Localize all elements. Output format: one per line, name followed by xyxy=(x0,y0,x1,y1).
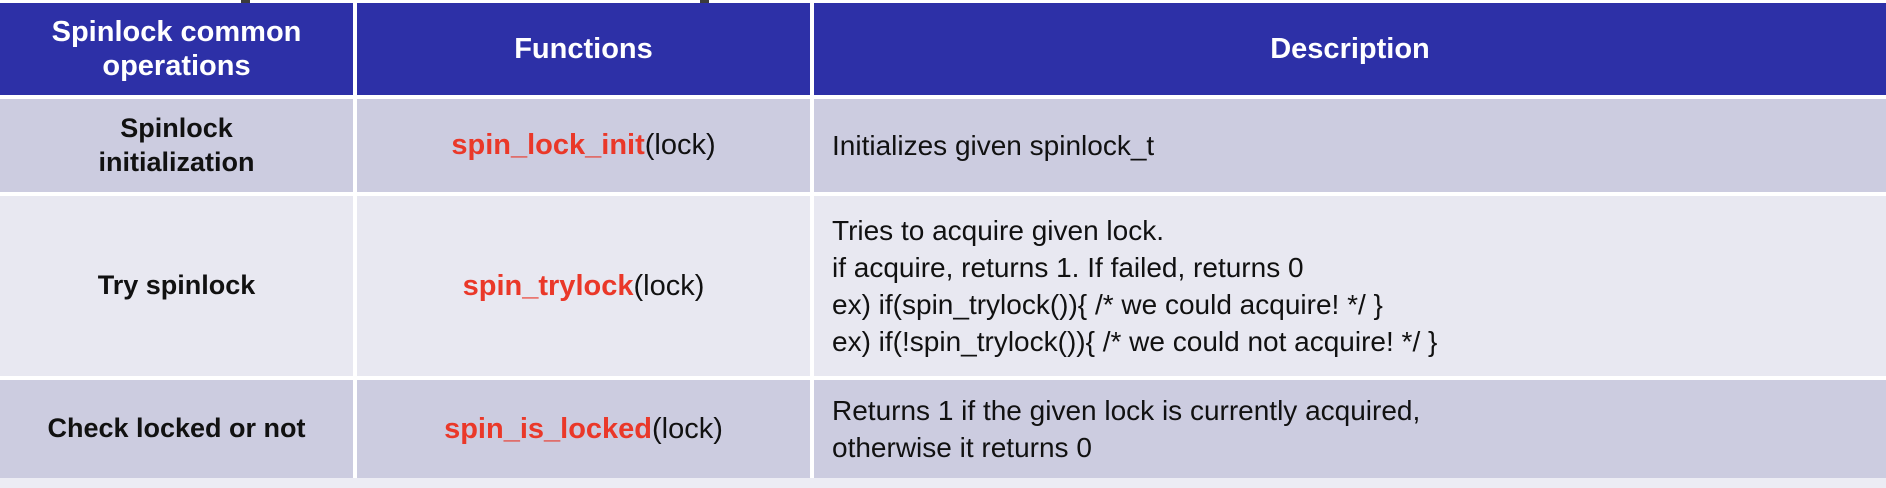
function-name: spin_trylock xyxy=(462,269,634,302)
crop-artifact xyxy=(700,0,709,3)
next-row-edge-strip xyxy=(0,478,1886,488)
function-name: spin_lock_init xyxy=(451,129,645,161)
header-cell-operations: Spinlock common operations xyxy=(0,3,353,95)
function-name: spin_is_locked xyxy=(444,412,653,445)
function-args: (lock) xyxy=(633,269,705,302)
header-cell-functions: Functions xyxy=(357,3,810,95)
function-args: (lock) xyxy=(652,412,723,445)
operation-cell-init: Spinlock initialization xyxy=(0,99,353,192)
top-margin-strip xyxy=(0,0,1886,3)
description-cell-init: Initializes given spinlock_t xyxy=(814,99,1886,192)
description-cell-islocked: Returns 1 if the given lock is currently… xyxy=(814,380,1886,478)
function-cell-islocked: spin_is_locked(lock) xyxy=(357,380,810,478)
header-cell-description: Description xyxy=(814,3,1886,95)
spinlock-operations-table: Spinlock common operations Functions Des… xyxy=(0,3,1886,478)
description-cell-trylock: Tries to acquire given lock. if acquire,… xyxy=(814,196,1886,376)
function-cell-trylock: spin_trylock(lock) xyxy=(357,196,810,376)
crop-artifact xyxy=(241,0,250,3)
operation-cell-trylock: Try spinlock xyxy=(0,196,353,376)
function-cell-init: spin_lock_init(lock) xyxy=(357,99,810,192)
function-args: (lock) xyxy=(644,129,716,161)
operation-cell-islocked: Check locked or not xyxy=(0,380,353,478)
